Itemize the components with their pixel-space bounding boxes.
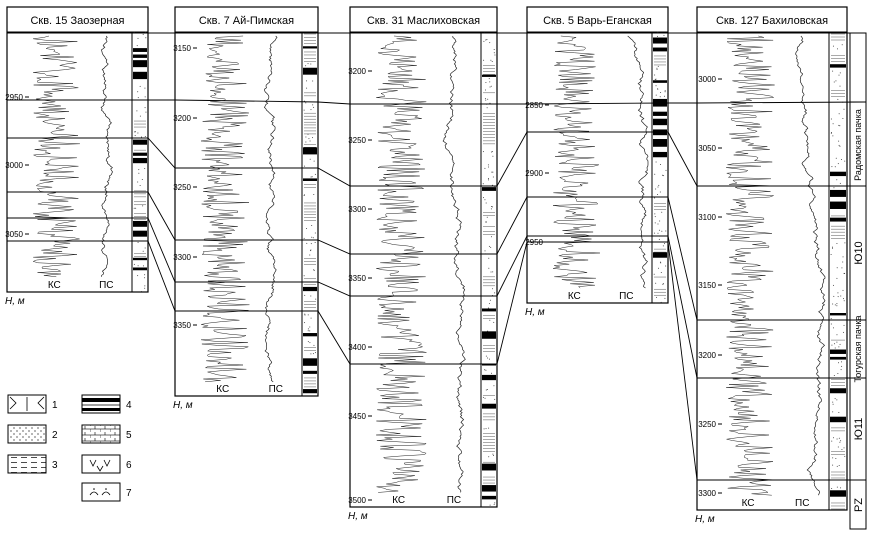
well-panel-5: Скв. 127 Бахиловская 3000 3050 3100 3150 3200… [695, 6, 848, 525]
ks-curve [552, 35, 600, 289]
well-title: Скв. 7 Ай-Пимская [199, 15, 294, 27]
depth-tick-label: 3350 [173, 321, 191, 330]
ks-curve [200, 35, 250, 383]
depth-tick-label: 3450 [348, 412, 366, 421]
ks-curve [32, 35, 80, 278]
ps-curve [627, 35, 649, 289]
correlation-lines [7, 32, 867, 481]
legend-item-3: 3 [7, 454, 58, 474]
well-title: Скв. 31 Маслиховская [367, 15, 480, 27]
svg-text:6: 6 [126, 460, 132, 471]
legend: 1 2 3 4 5 6 7 [7, 394, 132, 502]
correlation-line-5 [7, 217, 866, 379]
unit-yu11-label: Ю11 [853, 418, 865, 441]
correlation-line-6 [7, 240, 866, 481]
depth-tick-label: 3050 [5, 230, 23, 239]
svg-text:5: 5 [126, 430, 132, 441]
depth-ticks: 3200 3250 3300 3350 3400 3450 3500 [348, 67, 372, 505]
depth-axis-label: H, м [695, 514, 715, 525]
depth-tick-label: 3250 [348, 136, 366, 145]
depth-ticks: 2950 3000 3050 [5, 93, 29, 239]
ps-curve [795, 35, 826, 496]
depth-tick-label: 3200 [173, 114, 191, 123]
legend-item-5: 5 [81, 424, 132, 444]
depth-tick-label: 3100 [698, 213, 716, 222]
legend-item-2: 2 [7, 424, 58, 444]
depth-tick-label: 3250 [698, 420, 716, 429]
svg-text:1: 1 [52, 400, 58, 411]
ks-curve [726, 35, 775, 496]
depth-tick-label: 3300 [348, 205, 366, 214]
legend-item-6: 6 [81, 454, 132, 474]
well-title: Скв. 5 Варь-Еганская [543, 15, 652, 27]
correlation-line-4 [7, 191, 866, 321]
depth-tick-label: 3000 [5, 161, 23, 170]
depth-tick-label: 3200 [698, 351, 716, 360]
well-title: Скв. 15 Заозерная [30, 15, 124, 27]
depth-tick-label: 3300 [698, 489, 716, 498]
depth-tick-label: 3200 [348, 67, 366, 76]
ps-label: ПС [99, 280, 113, 291]
depth-tick-label: 3500 [348, 496, 366, 505]
depth-tick-label: 3150 [173, 44, 191, 53]
svg-text:2: 2 [52, 430, 58, 441]
unit-pz-label: PZ [853, 498, 865, 512]
ps-label: ПС [619, 291, 633, 302]
ps-curve [263, 35, 278, 383]
depth-tick-label: 3150 [698, 281, 716, 290]
depth-axis-label: H, м [348, 511, 368, 522]
svg-text:7: 7 [126, 488, 132, 499]
depth-tick-label: 3350 [348, 274, 366, 283]
depth-ticks: 3150 3200 3250 3300 3350 [173, 44, 197, 330]
depth-ticks: 3000 3050 3100 3150 3200 3250 3300 [698, 75, 722, 498]
ks-label: КС [392, 495, 405, 506]
svg-text:3: 3 [52, 460, 58, 471]
correlation-line-3 [7, 131, 866, 187]
ks-curve [375, 35, 427, 493]
ps-curve [442, 35, 466, 493]
ps-label: ПС [795, 498, 809, 509]
ps-label: ПС [447, 495, 461, 506]
unit-radom-label: Радомская пачка [853, 109, 863, 181]
ks-label: КС [216, 384, 229, 395]
ks-label: КС [568, 291, 581, 302]
depth-axis-label: H, м [173, 400, 193, 411]
svg-text:4: 4 [126, 400, 132, 411]
ps-curve [100, 35, 113, 277]
well-panel-3: Скв. 31 Маслиховская 3200 3250 3300 3350 3400… [348, 6, 498, 522]
depth-tick-label: 3050 [698, 144, 716, 153]
ks-label: КС [742, 498, 755, 509]
depth-tick-label: 2900 [525, 169, 543, 178]
legend-item-7: 7 [81, 482, 132, 502]
ps-label: ПС [269, 384, 283, 395]
depth-axis-label: H, м [5, 296, 25, 307]
depth-tick-label: 3400 [348, 343, 366, 352]
correlation-line-2 [7, 99, 867, 105]
depth-tick-label: 3250 [173, 183, 191, 192]
legend-item-1: 1 [7, 394, 58, 414]
depth-axis-label: H, м [525, 307, 545, 318]
well-title: Скв. 127 Бахиловская [716, 15, 828, 27]
unit-tugur-label: Тогурская пачка [853, 315, 863, 382]
ks-label: КС [48, 280, 61, 291]
depth-tick-label: 2950 [5, 93, 23, 102]
depth-tick-label: 2950 [525, 238, 543, 247]
stratigraphy-column: Радомская пачка Ю10 Тогурская пачка Ю11 … [849, 32, 867, 530]
depth-tick-label: 2850 [525, 101, 543, 110]
legend-item-4: 4 [81, 394, 132, 414]
depth-tick-label: 3000 [698, 75, 716, 84]
depth-tick-label: 3300 [173, 253, 191, 262]
unit-yu10-label: Ю10 [853, 241, 865, 264]
